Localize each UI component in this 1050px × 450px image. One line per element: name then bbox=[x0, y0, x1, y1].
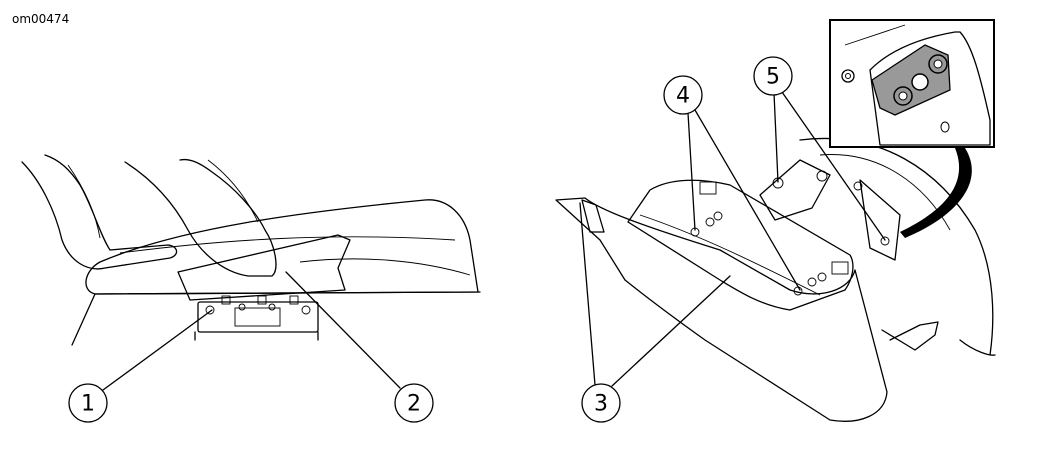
callout-4-label: 4 bbox=[676, 84, 690, 109]
inset-pointer-arrow bbox=[900, 148, 972, 238]
right-hand bbox=[124, 158, 277, 277]
mounting-bracket-detail-inset bbox=[829, 19, 995, 148]
saddlebag-mounting-illustration bbox=[555, 137, 996, 422]
callout-2: 2 bbox=[394, 383, 434, 423]
leader-line-3b bbox=[611, 275, 731, 387]
lower-support-rail bbox=[881, 321, 939, 351]
leader-line-1 bbox=[102, 309, 213, 391]
left-hand-finger bbox=[67, 164, 101, 239]
saddlebag-body bbox=[555, 197, 888, 422]
leader-line-4a bbox=[687, 112, 696, 231]
hands-seat-latch-illustration bbox=[21, 154, 481, 346]
seat-pan-plate bbox=[177, 234, 351, 301]
callout-3-label: 3 bbox=[594, 392, 608, 417]
callout-5-label: 5 bbox=[766, 65, 780, 90]
left-hand bbox=[21, 154, 178, 270]
leader-line-2 bbox=[285, 271, 401, 389]
right-hand-finger bbox=[207, 159, 259, 223]
saddlebag-lid-seam bbox=[639, 214, 821, 296]
callout-2-label: 2 bbox=[407, 392, 421, 417]
seat-seam-line bbox=[119, 236, 456, 254]
saddlebag-lid bbox=[627, 179, 854, 311]
callout-1-label: 1 bbox=[81, 392, 95, 417]
latch-mechanism bbox=[194, 295, 319, 341]
seat-contour-line bbox=[299, 258, 471, 276]
leader-line-5a bbox=[773, 92, 779, 183]
seat-body bbox=[85, 199, 479, 295]
seat-left-edge bbox=[71, 293, 96, 346]
callout-1: 1 bbox=[68, 383, 108, 423]
callout-5: 5 bbox=[753, 56, 793, 96]
leader-line-3a bbox=[579, 202, 596, 386]
seat-base-line bbox=[94, 291, 481, 295]
saddlebag-front-tab bbox=[581, 199, 605, 233]
upper-mount-bracket bbox=[759, 159, 831, 221]
callout-3: 3 bbox=[581, 383, 621, 423]
figure-reference-code: om00474 bbox=[12, 12, 70, 26]
callout-4: 4 bbox=[663, 75, 703, 115]
leader-line-5b bbox=[781, 91, 886, 241]
mounting-hardware bbox=[690, 170, 890, 296]
leader-line-4b bbox=[694, 109, 801, 291]
rear-mount-bracket bbox=[859, 179, 901, 261]
inset-edge-line bbox=[844, 24, 906, 46]
fender-tail bbox=[959, 339, 996, 356]
inset-panel bbox=[869, 31, 991, 146]
